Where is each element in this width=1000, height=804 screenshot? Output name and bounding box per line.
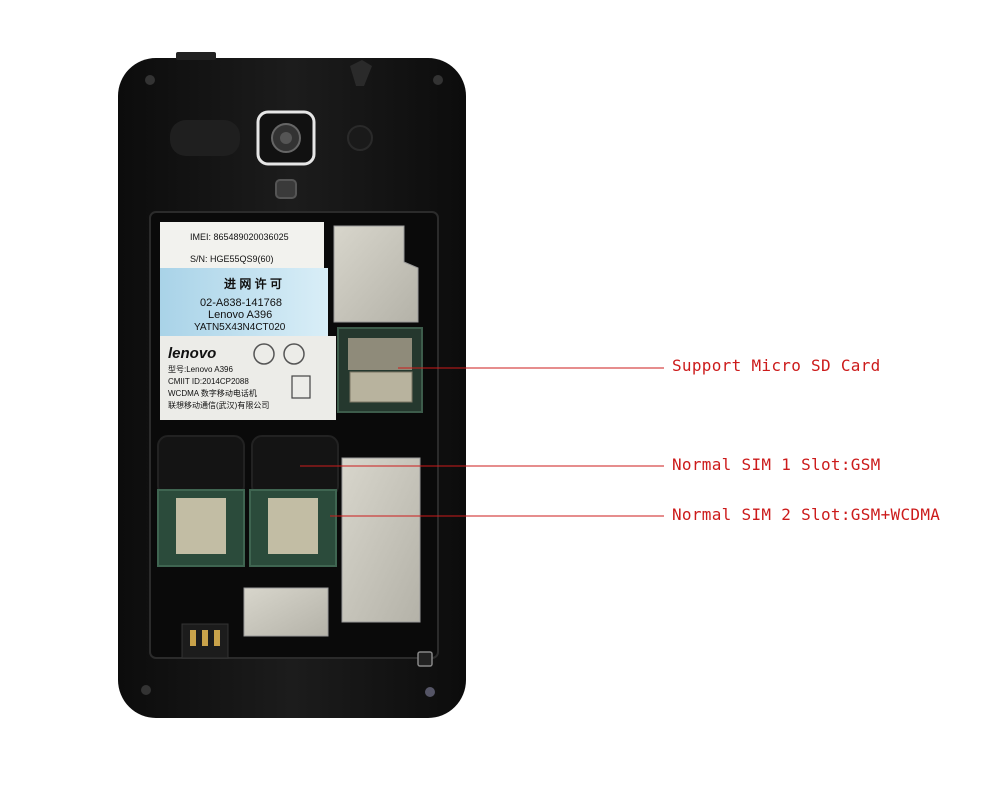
sim1-callout: Normal SIM 1 Slot:GSM [672,455,881,474]
ccc-mark [283,343,305,365]
sn-text: S/N: HGE55QS9(60) [190,254,274,264]
model-line: 型号:Lenovo A396 [168,365,233,374]
license-model: Lenovo A396 [208,309,272,321]
recycle-mark [291,375,311,399]
main-shield [341,457,421,623]
screw-icon [433,75,443,85]
sd-card-callout: Support Micro SD Card [672,356,881,375]
imei-label [160,222,324,272]
manufacturer-line: 联想移动通信(武汉)有限公司 [168,400,269,410]
speaker-grille [170,120,240,156]
imei-text: IMEI: 865489020036025 [190,232,289,242]
network-license-title: 进 网 许 可 [224,276,282,291]
screw-icon [141,685,151,695]
battery-pin [202,630,208,646]
wcdma-line: WCDMA 数字移动电话机 [168,388,257,398]
micro-sd-tray [349,371,413,403]
sim2-callout: Normal SIM 2 Slot:GSM+WCDMA [672,505,941,524]
battery-pin [190,630,196,646]
license-serial: YATN5X43N4CT020 [194,322,286,333]
small-shield [243,587,329,637]
license-code: 02-A838-141768 [200,297,282,309]
network-license-label [160,268,328,336]
screw-icon [425,687,435,697]
sim1-connector-pins [176,498,226,554]
lenovo-info-label [160,336,336,420]
rf-connector [417,651,433,667]
battery-contacts [181,623,229,659]
sim-shield [333,225,419,323]
brand-logo: lenovo [168,345,216,362]
antenna-clip [350,60,372,86]
camera-lens-center [280,132,292,144]
cmiit-line: CMIIT ID:2014CP2088 [168,377,249,386]
micro-sd-contacts [348,338,412,370]
screw-icon [145,75,155,85]
sensor-icon [347,125,373,151]
side-button [176,52,216,60]
flash-icon [275,179,297,199]
certification-mark [253,343,275,365]
battery-pin [214,630,220,646]
sim2-connector-pins [268,498,318,554]
sim1-bay [157,435,245,497]
